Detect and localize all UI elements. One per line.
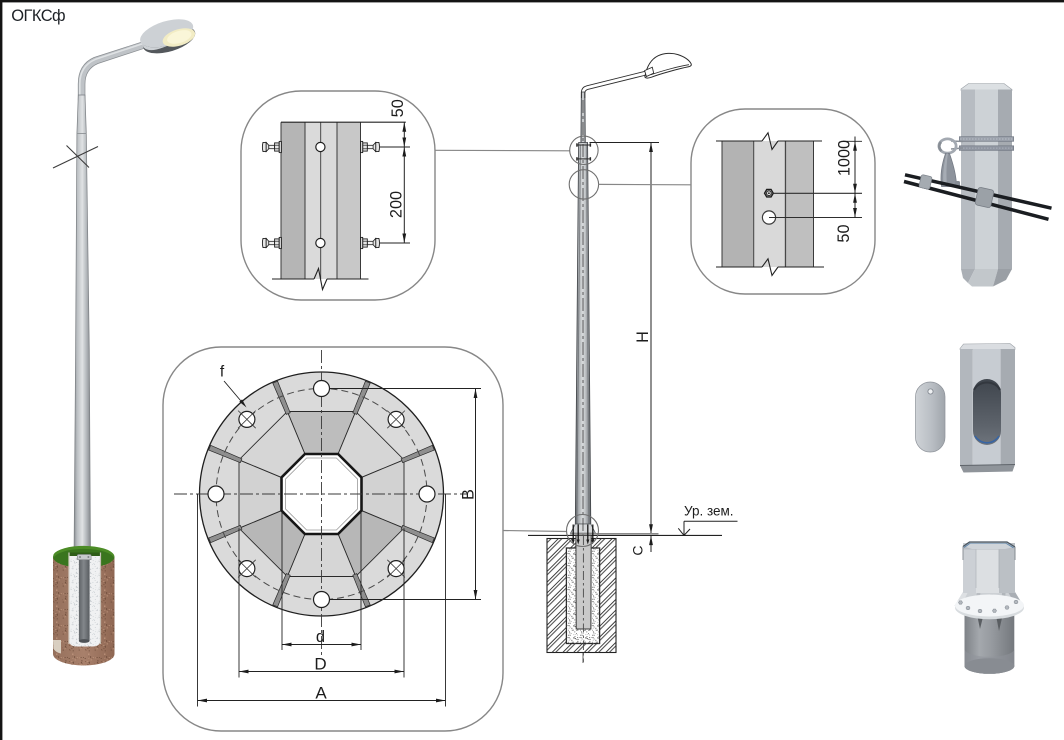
- svg-text:H: H: [634, 331, 652, 343]
- svg-text:1000: 1000: [836, 140, 854, 176]
- svg-text:ОГКСф: ОГКСф: [11, 7, 65, 25]
- svg-text:50: 50: [389, 99, 407, 117]
- svg-text:Ур. зем.: Ур. зем.: [684, 504, 734, 519]
- svg-text:200: 200: [388, 191, 406, 218]
- svg-text:50: 50: [835, 224, 853, 242]
- svg-text:f: f: [220, 364, 225, 381]
- svg-text:B: B: [460, 489, 478, 500]
- svg-text:d: d: [316, 628, 325, 646]
- svg-text:D: D: [314, 655, 326, 674]
- svg-text:A: A: [315, 684, 327, 703]
- svg-text:C: C: [630, 545, 646, 555]
